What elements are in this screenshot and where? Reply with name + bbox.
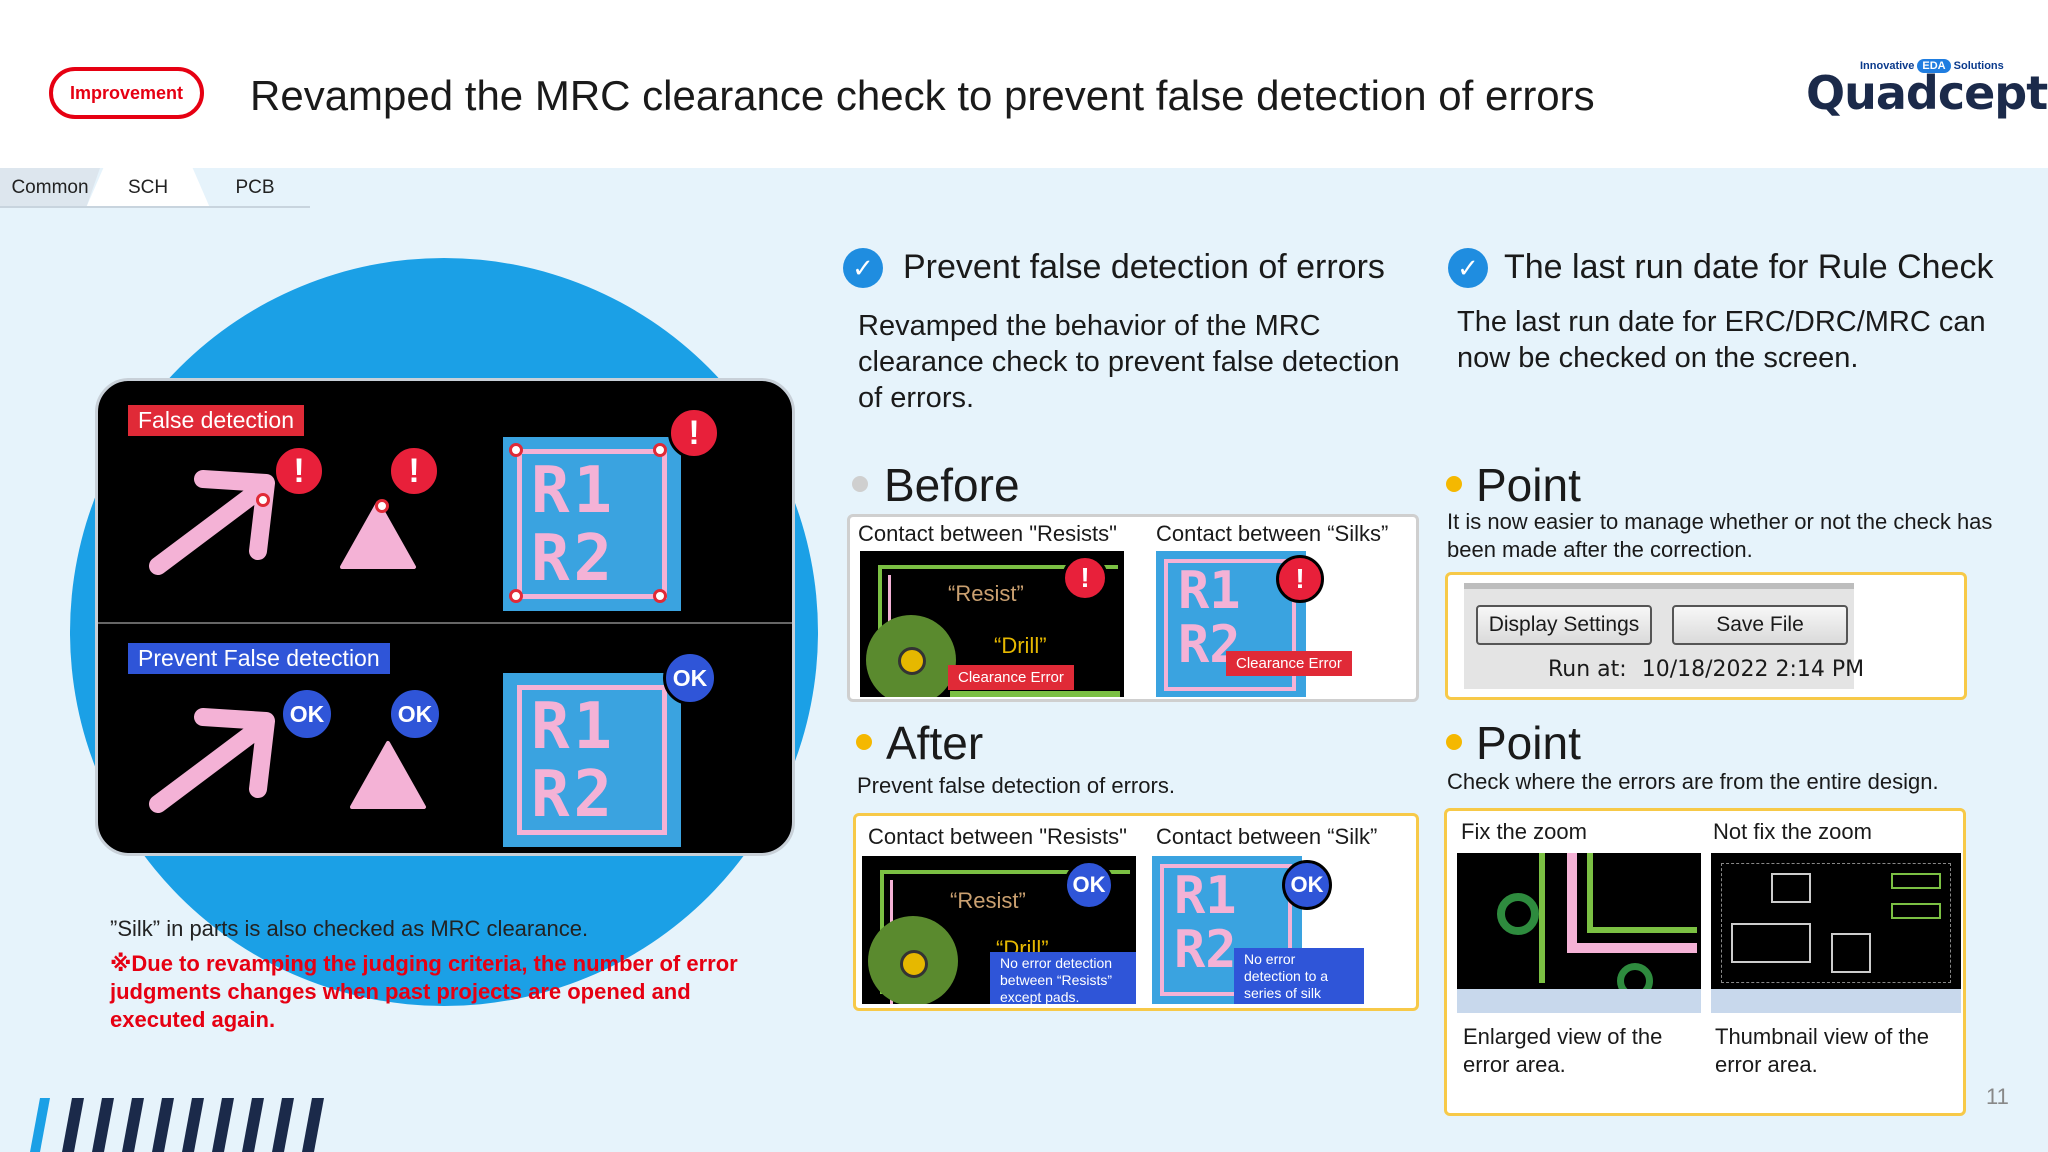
clearance-error-tag: Clearance Error [1226, 651, 1352, 676]
point2-heading: Point [1476, 717, 1581, 769]
page-title: Revamped the MRC clearance check to prev… [250, 72, 1595, 119]
display-settings-button[interactable]: Display Settings [1476, 605, 1652, 645]
no-error-tag: No error detection between “Resists” exc… [990, 952, 1136, 1004]
before-bullet-icon [852, 476, 868, 492]
tab-pcb[interactable]: PCB [200, 168, 310, 208]
save-file-button[interactable]: Save File [1672, 605, 1848, 645]
error-icon: ! [668, 407, 720, 459]
false-detection-label: False detection [128, 405, 304, 436]
resist-label: “Resist” [948, 581, 1024, 606]
lastrun-heading: The last run date for Rule Check [1504, 248, 1994, 286]
resist-label: “Resist” [950, 888, 1026, 913]
error-icon: ! [1276, 555, 1324, 603]
run-date-frame: Display Settings Save File Run at: 10/18… [1445, 572, 1967, 700]
checkmark-icon: ✓ [843, 248, 883, 288]
ref-label-r1: R1 [1178, 561, 1241, 621]
after-silk-screenshot: R1 R2 No error detection to a series of … [1152, 856, 1416, 1004]
logo-tagline-right: Solutions [1953, 60, 2004, 72]
checkmark-icon: ✓ [1448, 248, 1488, 288]
point-bullet-icon [1446, 734, 1462, 750]
drill-label: “Drill” [994, 633, 1047, 658]
after-body: Prevent false detection of errors. [857, 773, 1175, 798]
detection-comparison-panel: False detection ! ! R1 R2 ! Prevent Fals… [95, 378, 795, 856]
after-heading: After [886, 717, 984, 769]
ok-icon: OK [280, 687, 334, 741]
clearance-mark [375, 499, 389, 513]
point1-body: It is now easier to manage whether or no… [1447, 509, 1993, 562]
zoom-frame: Fix the zoom Not fix the zoom Enlarged v… [1444, 808, 1966, 1116]
warning-note: ※Due to revamping the judging criteria, … [110, 951, 738, 1032]
tab-common[interactable]: Common [0, 168, 100, 208]
before-caption-silks: Contact between “Silks” [1156, 521, 1389, 546]
logo-tagline-left: Innovative [1860, 60, 1915, 72]
prevent-heading: Prevent false detection of errors [903, 248, 1385, 286]
improvement-badge: Improvement [49, 67, 204, 119]
ok-icon: OK [663, 651, 717, 705]
error-icon: ! [273, 445, 325, 497]
error-icon: ! [1062, 555, 1108, 601]
category-tabs: Common PCB SCH [0, 168, 310, 208]
fix-zoom-caption: Fix the zoom [1461, 819, 1587, 844]
error-icon: ! [388, 445, 440, 497]
no-error-tag: No error detection to a series of silk [1234, 948, 1364, 1004]
silk-part-bottom: R1 R2 [503, 673, 681, 847]
before-silk-screenshot: R1 R2 Clearance Error ! [1156, 551, 1410, 697]
ok-icon: OK [1282, 860, 1332, 910]
arrow-shape-bottom [149, 708, 275, 813]
ref-label-r2: R2 [531, 758, 617, 832]
thumbnail-view-screenshot [1711, 853, 1961, 1013]
not-fix-zoom-caption: Not fix the zoom [1713, 819, 1872, 844]
arrow-shape-top [149, 470, 275, 575]
clearance-mark [509, 443, 523, 457]
run-at-row: Run at: 10/18/2022 2:14 PM [1548, 657, 1864, 682]
silk-outline [517, 685, 667, 835]
prevent-body: Revamped the behavior of the MRC clearan… [858, 310, 1400, 414]
before-heading: Before [884, 459, 1020, 511]
after-caption-resists: Contact between "Resists" [868, 824, 1127, 849]
triangle-shape-top [340, 501, 416, 569]
clearance-mark [653, 443, 667, 457]
tab-sch[interactable]: SCH [86, 168, 210, 208]
triangle-shape-bottom [350, 741, 426, 809]
prevent-false-detection-label: Prevent False detection [128, 643, 390, 674]
silk-note: ”Silk” in parts is also checked as MRC c… [110, 916, 589, 941]
lastrun-body: The last run date for ERC/DRC/MRC can no… [1457, 306, 1986, 374]
run-at-value: 10/18/2022 2:14 PM [1641, 657, 1865, 682]
after-bullet-icon [856, 734, 872, 750]
ok-icon: OK [1064, 860, 1114, 910]
enlarged-view-description: Enlarged view of the error area. [1463, 1024, 1663, 1077]
clearance-error-tag: Clearance Error [948, 665, 1074, 690]
point2-body: Check where the errors are from the enti… [1447, 769, 1939, 794]
clearance-mark [256, 493, 270, 507]
ref-label-r1: R1 [1174, 866, 1237, 926]
after-resist-screenshot: “Resist” “Drill” No error detection betw… [862, 856, 1136, 1004]
silk-part-top: R1 R2 [503, 437, 681, 611]
ref-label-r1: R1 [531, 690, 617, 764]
before-caption-resists: Contact between "Resists" [858, 521, 1117, 546]
logo-tagline-eda: EDA [1917, 59, 1951, 73]
point1-heading: Point [1476, 459, 1581, 511]
decorative-stripes [30, 1098, 324, 1152]
ref-label-r2: R2 [1174, 920, 1237, 980]
after-caption-silk: Contact between “Silk” [1156, 824, 1378, 849]
before-frame: Contact between "Resists" Contact betwee… [847, 514, 1419, 702]
ref-label-r1: R1 [531, 454, 617, 528]
point-bullet-icon [1446, 476, 1462, 492]
clearance-mark [653, 589, 667, 603]
silk-outline [517, 449, 667, 599]
thumbnail-view-description: Thumbnail view of the error area. [1715, 1024, 1929, 1077]
page-number: 11 [1986, 1084, 2009, 1109]
run-at-label: Run at: [1548, 657, 1627, 682]
after-frame: Contact between "Resists" Contact betwee… [853, 813, 1419, 1011]
ref-label-r2: R2 [531, 522, 617, 596]
ok-icon: OK [388, 687, 442, 741]
enlarged-view-screenshot [1457, 853, 1701, 1013]
panel-divider [98, 622, 792, 624]
tab-underline [0, 206, 310, 208]
before-resist-screenshot: “Resist” “Drill” Clearance Error ! [860, 551, 1124, 697]
clearance-mark [509, 589, 523, 603]
company-logo: Quadcept [1806, 66, 2048, 120]
